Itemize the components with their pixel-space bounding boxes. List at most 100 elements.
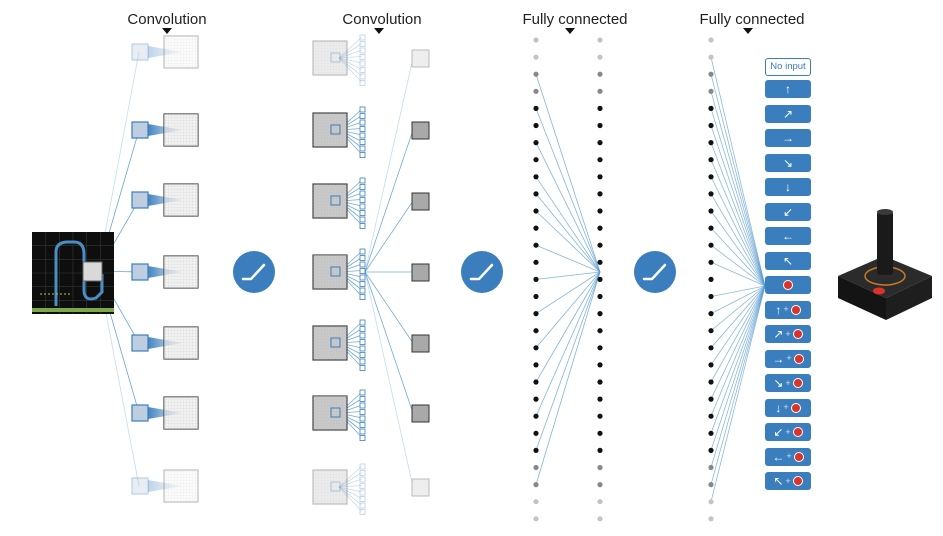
fc2-connection-line (710, 193, 766, 287)
conv2-output-unit (411, 263, 430, 282)
fc-neuron (533, 225, 539, 231)
fc-neuron (533, 430, 539, 436)
relu-icon (461, 251, 503, 293)
joystick-stick-top (877, 209, 893, 215)
fc1-connection-line (535, 271, 601, 485)
fc-neuron (708, 516, 714, 522)
plus-sign: + (785, 328, 791, 339)
fc-neuron (533, 259, 539, 265)
conv2-filter-cell (359, 365, 366, 371)
arrow-up-left-fire-icon: ↖ (773, 474, 784, 488)
fc1-connection-line (535, 210, 601, 273)
arrow-down-fire-icon: ↓ (775, 400, 782, 415)
relu-icon (233, 251, 275, 293)
fc-neuron (597, 122, 603, 129)
fc1-connection-line (535, 271, 601, 383)
fc-neuron (597, 105, 603, 111)
conv2-kernel (330, 266, 341, 277)
conv2-to-output-line (364, 271, 414, 488)
arrow-down-icon: ↓ (785, 180, 791, 194)
fc-neuron (597, 71, 603, 77)
fc2-connection-line (710, 285, 766, 468)
arrow-up-icon: ↑ (785, 82, 791, 96)
conv2-filter-cell (359, 489, 366, 496)
fc-neuron (597, 191, 603, 197)
action-button: ← (765, 227, 811, 245)
plus-sign: + (786, 451, 792, 461)
fire-button-icon (792, 427, 803, 437)
action-button: ↓ (765, 178, 811, 196)
fc2-connection-line (710, 227, 766, 287)
fc-neuron (533, 37, 539, 43)
fc-neuron (597, 54, 603, 60)
fc2-connection-line (710, 176, 766, 287)
fc-neuron (708, 208, 714, 214)
fc2-connection-line (710, 210, 766, 287)
conv2-filter-cell (359, 502, 366, 509)
action-button: → (765, 129, 811, 147)
conv2-filter-cell (359, 389, 366, 396)
fc-neuron (533, 464, 539, 471)
conv2-filter-cell (359, 216, 366, 223)
joystick-stick (877, 211, 893, 275)
fc-neuron (597, 396, 603, 402)
fc-neuron (597, 413, 603, 419)
fc-neuron (597, 208, 603, 214)
conv2-filter-cell (359, 255, 366, 261)
fc-neuron (708, 157, 714, 163)
fc-neuron (533, 54, 539, 60)
conv1-pointer (162, 28, 172, 34)
fc-neuron (533, 499, 539, 505)
fc-neuron (708, 328, 714, 334)
arrow-down-right-fire-icon: ↘ (773, 376, 784, 390)
conv1-feature-map-fill (164, 327, 198, 359)
joystick-base-left (838, 276, 886, 320)
arrow-down-left-icon: ↙ (782, 204, 794, 219)
conv1-feature-map-fill (164, 470, 198, 502)
relu-curve (642, 263, 667, 281)
action-button: ↙+ (765, 423, 811, 441)
fc-neuron (533, 362, 539, 368)
conv2-filter-cell (359, 470, 366, 476)
arrow-up-right-icon: ↗ (782, 106, 794, 121)
conv2-filter-cell (359, 339, 366, 345)
arrow-down-right-icon: ↘ (782, 155, 794, 170)
conv2-filter-cell (359, 177, 366, 184)
fire-button-icon (790, 402, 801, 413)
conv2-filter-cell (359, 281, 366, 287)
conv2-output-unit (411, 49, 430, 68)
conv2-filter-cell (359, 80, 366, 86)
joystick-base-right (886, 276, 932, 320)
action-button: ↖+ (765, 472, 811, 490)
conv2-input-grid (313, 470, 347, 504)
action-button: ↗ (765, 104, 811, 123)
title-convolution-1: Convolution (127, 11, 207, 28)
fc-neuron (533, 88, 539, 94)
conv2-filter-cell (359, 345, 366, 352)
joystick-base-top (838, 256, 932, 298)
fc-neuron (533, 482, 539, 488)
fc-neuron (708, 122, 714, 129)
conv2-filter-cell (359, 106, 366, 113)
conv2-filter-cell (359, 248, 366, 255)
fc2-pointer (743, 28, 753, 34)
fc2-connection-line (710, 125, 766, 287)
fc2-connection-line (710, 285, 766, 417)
conv2-filter-cell (359, 358, 366, 365)
arrow-up-fire-icon: ↑ (775, 302, 782, 317)
fc-neuron (533, 140, 539, 146)
fc1-connection-line (535, 193, 601, 273)
conv2-kernel (330, 481, 341, 492)
fc-neuron (533, 71, 539, 77)
conv2-filter-cell (359, 73, 366, 80)
conv1-feature-map-fill (164, 114, 198, 146)
relu-icon (634, 251, 676, 293)
conv2-output-unit (411, 192, 430, 211)
fc-neuron (533, 345, 539, 351)
relu-curve (469, 263, 494, 281)
conv2-output-unit (411, 404, 430, 423)
fc1-connection-line (535, 271, 601, 451)
fc2-connection-line (710, 244, 766, 287)
